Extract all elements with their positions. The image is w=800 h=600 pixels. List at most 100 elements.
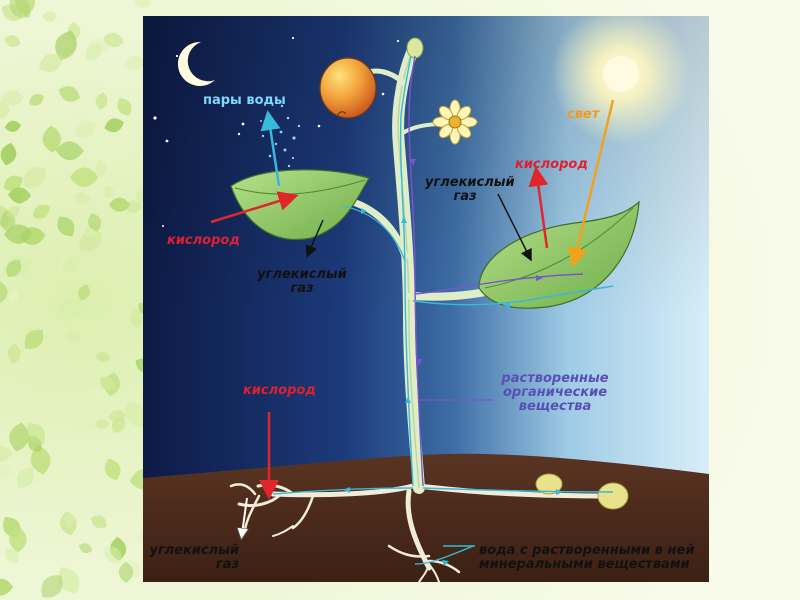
background-leaf: [95, 92, 108, 110]
background-leaf: [69, 167, 99, 187]
background-leaf: [26, 423, 46, 444]
background-leaf: [0, 142, 17, 166]
label-co2-mid-line1: углекислый: [257, 267, 347, 282]
oxygen-left-arrow: [210, 191, 299, 224]
background-leaf: [9, 526, 27, 553]
label-co2-bottom-line2: газ: [215, 557, 239, 572]
label-organic-line1: растворенные: [501, 371, 609, 386]
background-leaf: [103, 184, 114, 200]
background-leaf: [124, 55, 146, 71]
background-leaf: [133, 0, 152, 8]
plant-diagram: пары воды свет кислород углекислый газ к…: [143, 16, 709, 582]
background-leaf: [130, 309, 143, 328]
background-leaf: [33, 204, 50, 219]
light-arrow: [567, 99, 615, 268]
background-leaf: [7, 187, 32, 203]
background-leaf: [55, 141, 84, 161]
label-organic-line3: вещества: [518, 399, 592, 414]
background-leaf: [42, 125, 61, 153]
background-leaf: [57, 216, 75, 237]
tuber-small: [535, 473, 563, 495]
background-leaf: [55, 30, 77, 61]
background-leaf: [6, 259, 22, 278]
background-leaf: [61, 257, 79, 272]
background-leaf: [91, 515, 107, 529]
background-leaf: [24, 329, 44, 349]
background-leaf: [7, 343, 21, 364]
background-leaf: [125, 401, 147, 428]
background-leaf: [23, 167, 46, 188]
background-leaf: [104, 118, 124, 133]
background-leaf: [55, 299, 83, 321]
background-leaf: [0, 281, 8, 304]
label-co2-mid-line2: газ: [290, 281, 314, 296]
background-leaf: [0, 99, 10, 120]
tuber-large: [597, 482, 629, 510]
background-leaf: [78, 543, 93, 554]
background-leaf: [58, 567, 80, 594]
background-leaf: [117, 98, 132, 116]
background-leaf: [4, 120, 22, 132]
background-leaf: [16, 467, 35, 488]
background-leaf: [109, 197, 131, 212]
background-leaf: [128, 153, 141, 164]
soil: [143, 453, 709, 582]
background-leaf: [100, 376, 115, 391]
label-water-minerals-line1: вода с растворенными в ней: [479, 543, 695, 558]
label-co2-top-line2: газ: [453, 189, 477, 204]
background-leaf: [30, 445, 51, 475]
co2-mid-arrow: [305, 219, 324, 258]
label-co2-mid: углекислый газ: [257, 268, 347, 296]
background-leaf: [74, 120, 96, 138]
stars: [153, 36, 400, 227]
background-leaf: [5, 548, 19, 563]
background-leaf: [118, 561, 134, 583]
background-leaf: [95, 419, 110, 430]
background-leaf: [103, 32, 124, 48]
background-leaf: [79, 231, 102, 251]
background-leaf: [9, 0, 31, 18]
background-leaf: [0, 578, 14, 596]
label-co2-bottom: углекислый газ: [149, 544, 239, 572]
background-leaf: [108, 409, 126, 422]
background-leaf: [63, 511, 75, 528]
background-leaf: [7, 206, 20, 218]
label-water-vapor: пары воды: [203, 93, 286, 108]
label-organic: растворенные органические вещества: [497, 372, 613, 414]
label-oxygen-bottom: кислород: [243, 383, 316, 398]
background-leaf: [41, 575, 63, 598]
background-leaf: [42, 11, 58, 22]
label-oxygen-left: кислород: [167, 233, 240, 248]
label-organic-line2: органические: [502, 385, 608, 400]
background-leaf: [39, 53, 63, 72]
transport-arrowheads: [343, 159, 563, 566]
background-leaf: [73, 192, 91, 204]
label-co2-top: углекислый газ: [425, 175, 515, 204]
background-leaf: [104, 546, 122, 563]
background-leaf: [3, 175, 23, 191]
background-leaf: [9, 422, 29, 452]
oxygen-top-arrow: [528, 166, 549, 249]
background-leaf: [4, 224, 34, 244]
background-leaf: [0, 464, 13, 480]
background-leaf: [85, 43, 102, 61]
background-leaf: [29, 93, 44, 106]
label-co2-top-line1: углекислый: [425, 175, 515, 190]
background-leaf: [95, 352, 111, 362]
background-leaf: [95, 159, 107, 178]
diagram-scene: [143, 16, 709, 582]
moon-icon: [177, 41, 215, 86]
background-leaf: [87, 213, 102, 232]
bud: [406, 37, 424, 59]
co2-bottom-arrow: [242, 497, 247, 534]
label-light: свет: [567, 107, 600, 122]
background-leaf: [87, 386, 104, 399]
background-leaf: [8, 290, 19, 304]
label-co2-bottom-line1: углекислый: [149, 543, 239, 558]
label-water-minerals-line2: минеральными веществами: [479, 557, 690, 572]
label-water-minerals: вода с растворенными в ней минеральными …: [479, 544, 694, 572]
apple-fruit: [319, 57, 377, 119]
label-oxygen-top: кислород: [515, 157, 588, 172]
background-leaf: [104, 458, 121, 481]
background-leaf: [0, 446, 13, 462]
